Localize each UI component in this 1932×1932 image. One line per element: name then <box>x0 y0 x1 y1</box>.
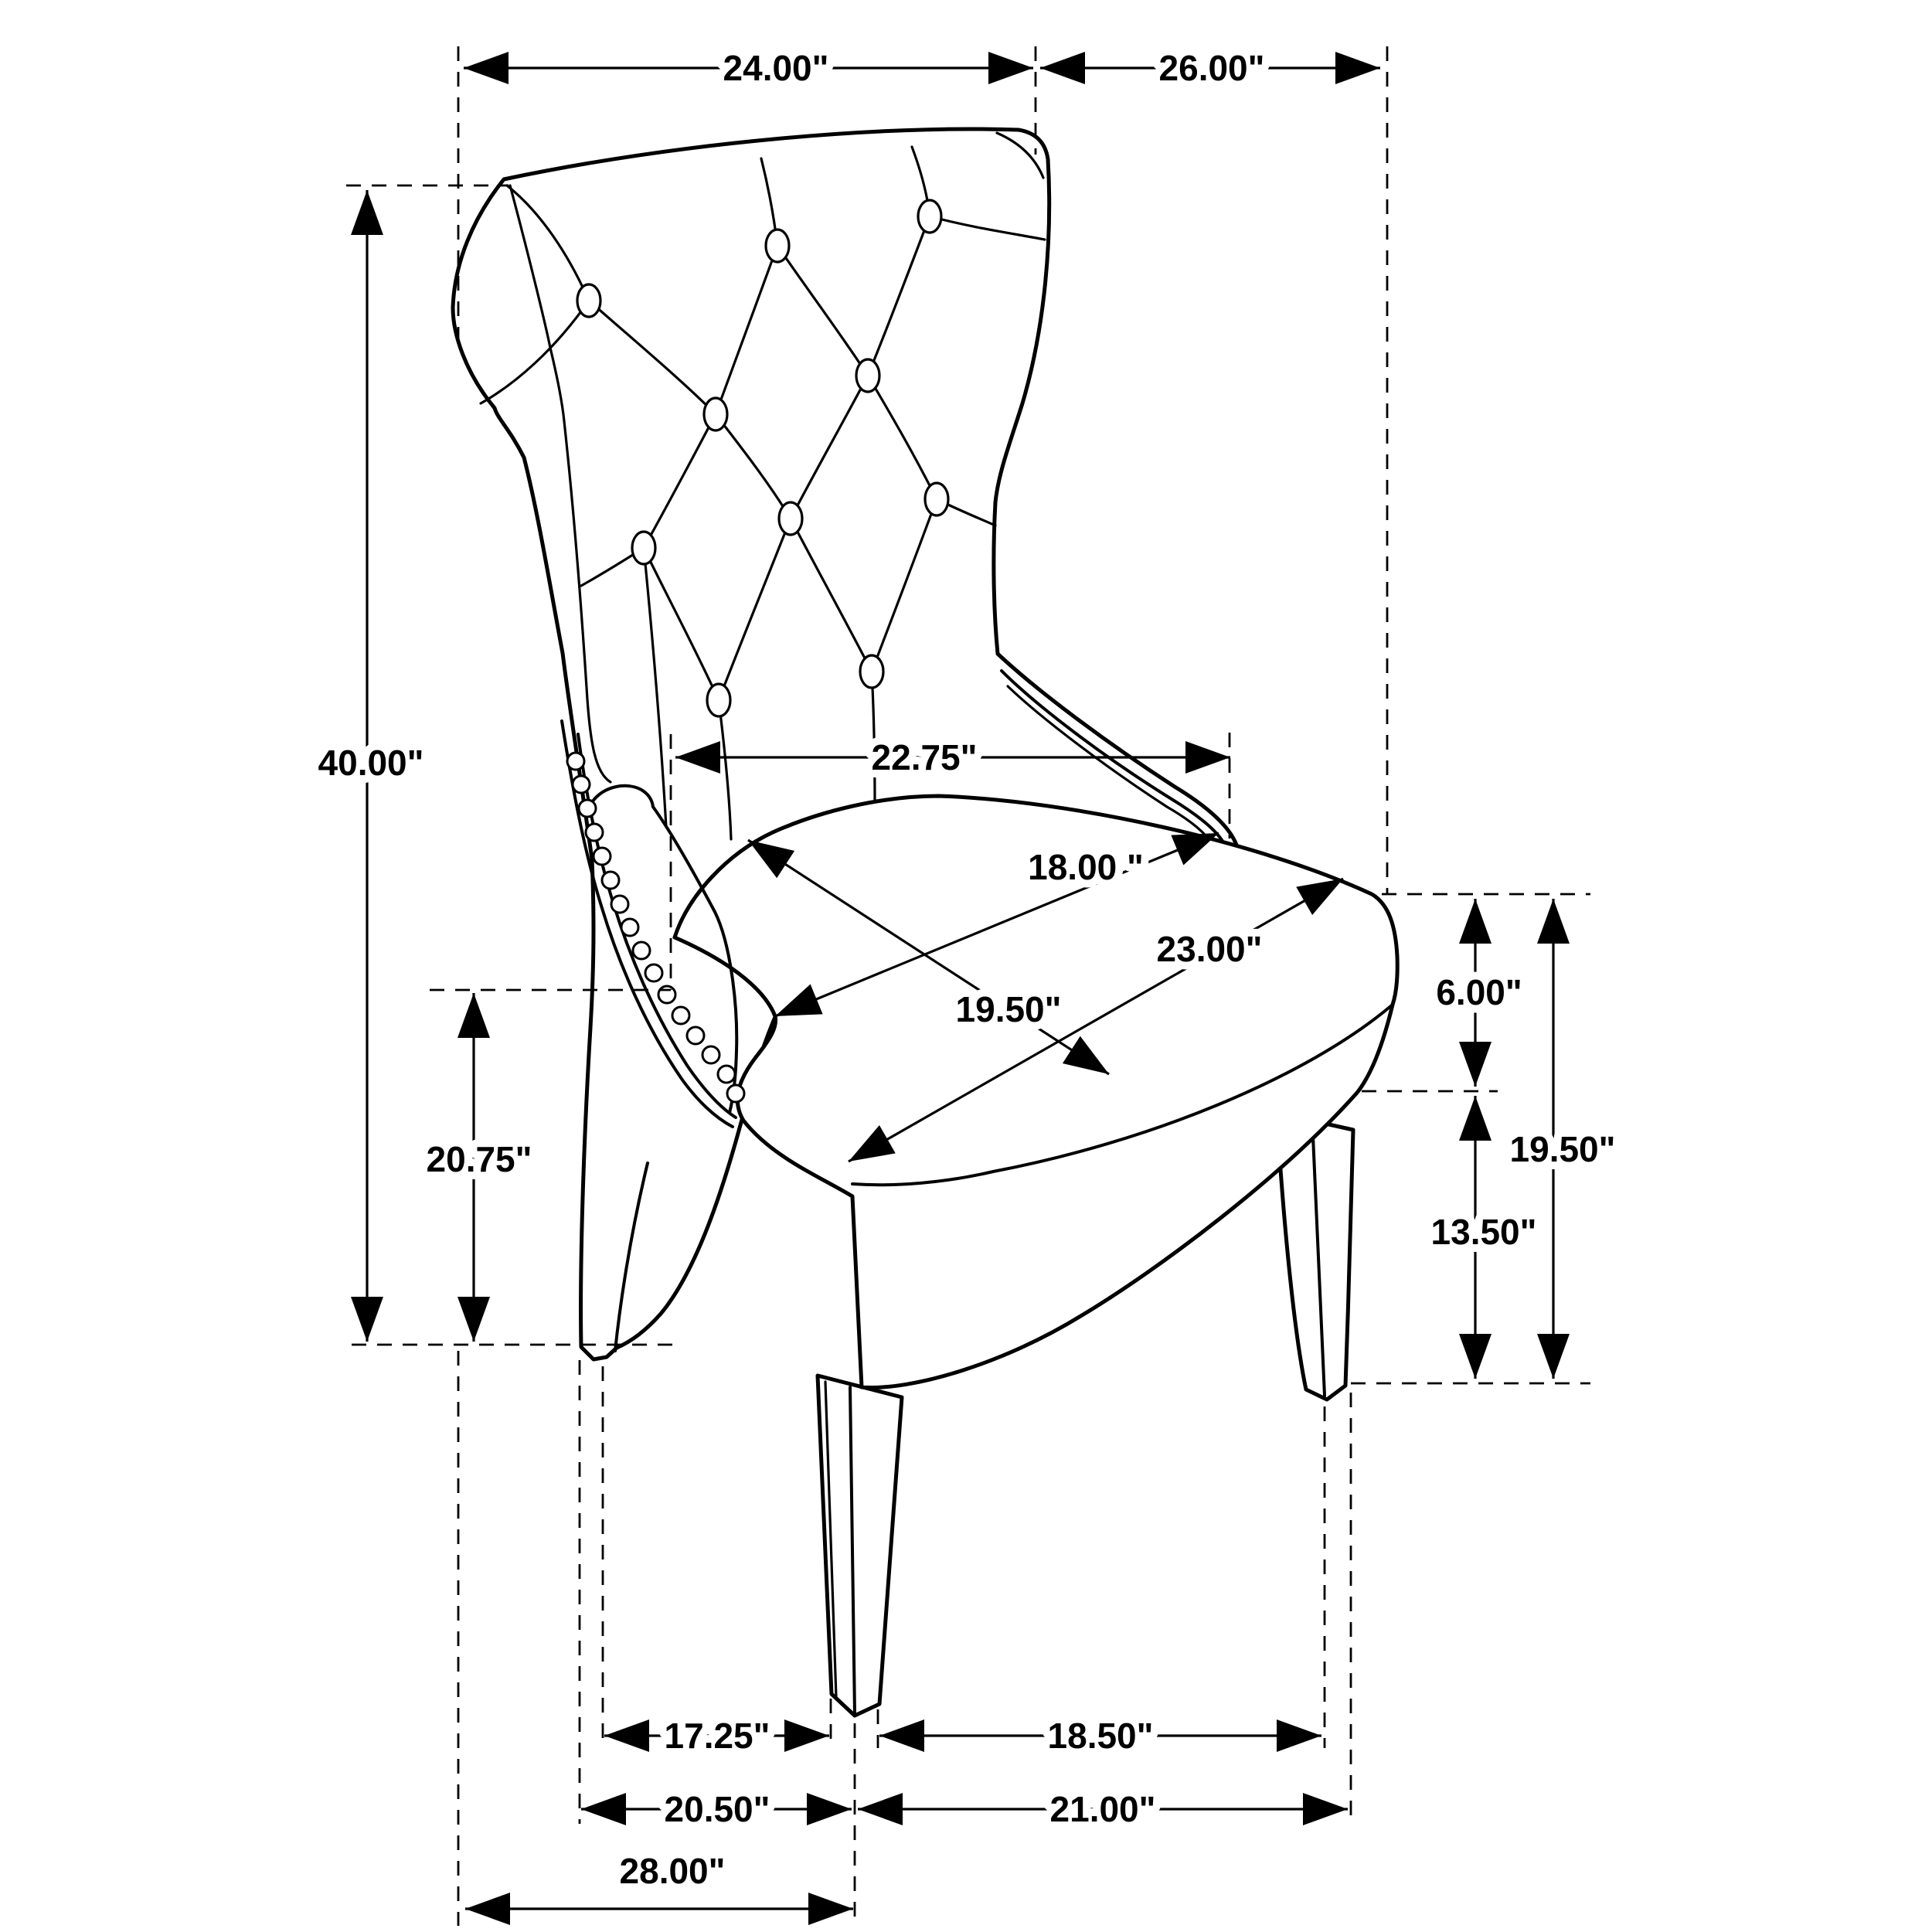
dim-label-front-leg-offset-side: 17.25" <box>665 1716 770 1756</box>
dim-label-depth-top: 26.00" <box>1159 48 1265 88</box>
dimension-annotations: 24.00" 26.00" 40.00" 22.75" <box>311 40 1623 1926</box>
dim-seat-depth: 19.50" <box>739 826 1118 1088</box>
arrowhead <box>1459 1334 1492 1379</box>
arrowhead <box>1277 1719 1321 1752</box>
arrowhead <box>1040 52 1085 84</box>
tufting-seams <box>479 131 1046 841</box>
dim-label-front-leg-spacing: 18.50" <box>1048 1716 1154 1756</box>
arrowhead <box>1185 741 1230 774</box>
dim-label-arm-height: 20.75" <box>427 1139 532 1179</box>
dim-base-span-front: 21.00" <box>858 1781 1348 1837</box>
dim-label-overall-height: 40.00" <box>318 743 424 783</box>
dim-label-interior-width: 22.75" <box>872 737 978 777</box>
arrowhead <box>457 1297 490 1342</box>
arrowhead <box>581 1793 626 1825</box>
dim-label-base-span-front: 21.00" <box>1050 1789 1156 1829</box>
dim-label-leg-height: 13.50" <box>1431 1212 1537 1252</box>
arrowhead <box>351 190 383 235</box>
arrowhead <box>351 1297 383 1342</box>
dim-base-span-rear: 20.50" <box>581 1781 852 1837</box>
left-armrest <box>560 719 746 1128</box>
dim-label-back-width-top: 24.00" <box>723 48 829 88</box>
front-right-leg <box>1274 1111 1355 1402</box>
arrowhead <box>1537 1334 1570 1379</box>
dim-front-leg-offset-side: 17.25" <box>604 1708 829 1764</box>
dim-interior-width: 22.75" <box>675 730 1230 785</box>
dim-seat-height: 19.50" <box>1502 899 1623 1379</box>
arrowhead <box>879 1719 924 1752</box>
tufting-buttons <box>576 199 950 718</box>
arrowhead <box>464 52 509 84</box>
nailhead-trim <box>566 751 746 1104</box>
arrowhead <box>457 993 490 1038</box>
dim-label-base-span-rear: 20.50" <box>665 1789 770 1829</box>
arrowhead <box>1459 1042 1492 1087</box>
nailhead-band-outer <box>560 719 734 1128</box>
dim-label-seat-height: 19.50" <box>1510 1129 1616 1169</box>
dim-overall-depth: 28.00" <box>465 1843 853 1925</box>
arrowhead <box>1537 899 1570 944</box>
rear-left-leg-ridge <box>614 1162 649 1352</box>
arrowhead <box>465 1893 510 1925</box>
arrowhead <box>1335 52 1380 84</box>
arrowhead <box>784 1719 829 1752</box>
dim-label-seat-back-width: 18.00 " <box>1028 847 1144 887</box>
dim-label-overall-depth: 28.00" <box>620 1851 726 1891</box>
arrowhead <box>807 1793 852 1825</box>
seat-corner-crease <box>851 1195 863 1389</box>
arrowhead <box>988 52 1033 84</box>
front-left-leg <box>815 1373 904 1718</box>
arrowhead <box>1459 899 1492 944</box>
arrowhead <box>858 1793 903 1825</box>
dim-back-width-top: 24.00" <box>464 40 1033 96</box>
seat-front-rim <box>851 1003 1394 1187</box>
dim-overall-height: 40.00" <box>311 190 431 1342</box>
dim-label-cushion-thickness: 6.00" <box>1436 972 1522 1012</box>
dim-label-seat-depth: 19.50" <box>956 989 1062 1029</box>
chair-illustration <box>451 127 1400 1718</box>
dim-seat-diagonal: 23.00" <box>840 864 1352 1176</box>
reference-lines <box>346 46 1590 1926</box>
dim-cushion-thickness: 6.00" <box>1428 899 1530 1087</box>
arrowhead <box>604 1719 649 1752</box>
arrowhead <box>1303 1793 1348 1825</box>
arrowhead <box>808 1893 853 1925</box>
dim-front-leg-spacing: 18.50" <box>879 1708 1321 1764</box>
arrowhead <box>1459 1096 1492 1141</box>
dim-arm-height: 20.75" <box>419 993 539 1342</box>
dim-label-seat-diagonal: 23.00" <box>1157 929 1263 969</box>
dim-leg-height: 13.50" <box>1423 1096 1544 1379</box>
dim-depth-top: 26.00" <box>1040 40 1380 96</box>
dim-seat-back-width: 18.00 " <box>768 818 1226 1032</box>
